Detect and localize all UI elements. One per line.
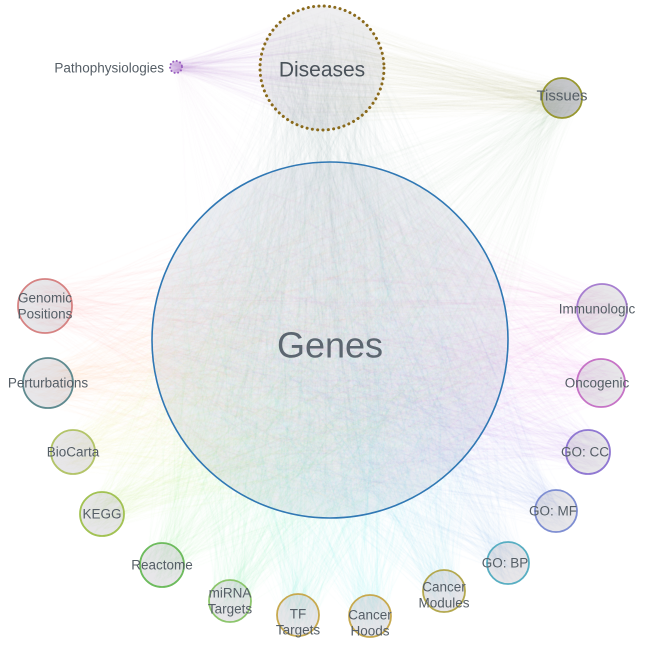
graph-node-pathophysiologies[interactable]: Pathophysiologies bbox=[54, 60, 183, 76]
perturbations-circle[interactable] bbox=[22, 357, 74, 409]
cancer-hoods-circle[interactable] bbox=[348, 594, 392, 638]
graph-node-oncogenic[interactable]: Oncogenic bbox=[565, 358, 630, 408]
reactome-circle[interactable] bbox=[139, 542, 185, 588]
graph-node-immunologic[interactable]: Immunologic bbox=[559, 283, 636, 335]
graph-node-go-cc[interactable]: GO: CC bbox=[561, 429, 611, 475]
go-cc-circle[interactable] bbox=[565, 429, 611, 475]
graph-node-genes[interactable]: Genes bbox=[151, 161, 509, 519]
node-label-genes: Genes bbox=[277, 325, 383, 366]
node-label-perturbations: Perturbations bbox=[8, 376, 89, 391]
node-label-tissues: Tissues bbox=[536, 88, 587, 105]
oncogenic-circle[interactable] bbox=[576, 358, 626, 408]
graph-node-diseases[interactable]: Diseases bbox=[258, 4, 386, 132]
graph-node-tissues[interactable]: Tissues bbox=[536, 77, 588, 119]
node-label-oncogenic: Oncogenic bbox=[565, 376, 630, 391]
cancer-modules-circle[interactable] bbox=[422, 569, 466, 613]
graph-node-reactome[interactable]: Reactome bbox=[131, 542, 193, 588]
biocarta-circle[interactable] bbox=[50, 429, 96, 475]
graph-node-perturbations[interactable]: Perturbations bbox=[8, 357, 89, 409]
genomic-positions-circle[interactable] bbox=[17, 278, 73, 334]
node-label-go-mf: GO: MF bbox=[529, 504, 577, 519]
genes-circle[interactable] bbox=[151, 161, 509, 519]
graph-node-kegg[interactable]: KEGG bbox=[79, 491, 125, 537]
graph-node-biocarta[interactable]: BioCarta bbox=[47, 429, 100, 475]
pathophysiologies-circle[interactable] bbox=[169, 60, 183, 74]
node-label-biocarta: BioCarta bbox=[47, 445, 100, 460]
node-label-diseases: Diseases bbox=[279, 59, 365, 82]
node-label-go-cc: GO: CC bbox=[561, 445, 609, 460]
go-bp-circle[interactable] bbox=[486, 541, 530, 585]
node-label-reactome: Reactome bbox=[131, 558, 193, 573]
node-label-immunologic: Immunologic bbox=[559, 302, 636, 317]
immunologic-circle[interactable] bbox=[576, 283, 628, 335]
node-label-go-bp: GO: BP bbox=[482, 556, 529, 571]
tissues-circle[interactable] bbox=[541, 77, 583, 119]
mirna-targets-circle[interactable] bbox=[208, 579, 252, 623]
diseases-circle[interactable] bbox=[258, 4, 386, 132]
node-label-pathophysiologies: Pathophysiologies bbox=[54, 61, 164, 76]
graph-node-go-mf[interactable]: GO: MF bbox=[529, 489, 578, 533]
tf-targets-circle[interactable] bbox=[276, 593, 320, 637]
go-mf-circle[interactable] bbox=[534, 489, 578, 533]
node-label-kegg: KEGG bbox=[82, 507, 121, 522]
kegg-circle[interactable] bbox=[79, 491, 125, 537]
graph-node-go-bp[interactable]: GO: BP bbox=[482, 541, 530, 585]
